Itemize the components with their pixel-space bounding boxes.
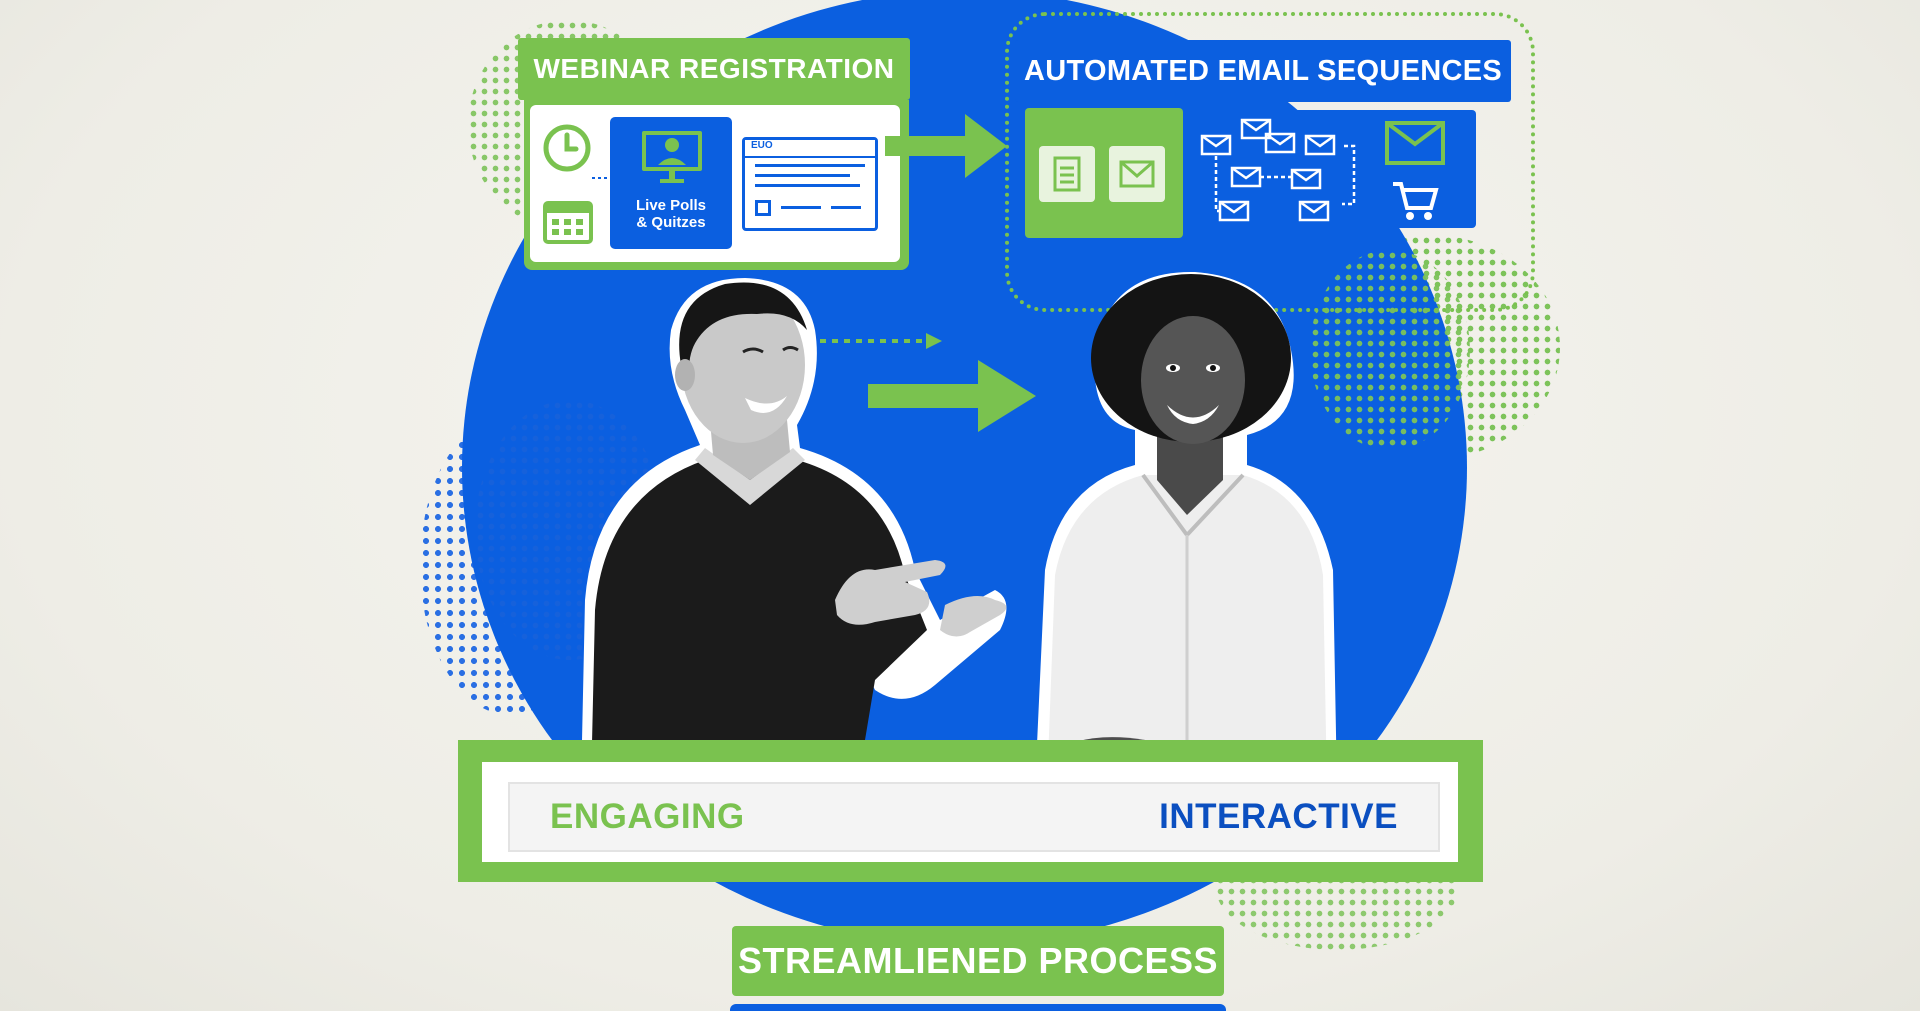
streamlined-process-badge: STREAMLIENED PROCESS: [732, 926, 1224, 996]
large-envelope-icon: [1384, 120, 1446, 171]
shopping-cart-icon: [1390, 178, 1440, 227]
form-icon: EUO: [742, 137, 878, 231]
presenter-screen-icon: [636, 125, 708, 192]
dot-pattern-circle-right: [1310, 250, 1470, 450]
email-sequences-title: AUTOMATED EMAIL SEQUENCES: [1015, 40, 1511, 102]
webinar-registration-title: WEBINAR REGISTRATION: [518, 38, 910, 100]
dotted-arrow-icon: [818, 330, 946, 357]
engaging-label: ENGAGING: [550, 797, 745, 836]
email-sequences-label: AUTOMATED EMAIL SEQUENCES: [1024, 54, 1502, 87]
document-icon: [1039, 146, 1095, 202]
strip-content: ENGAGING INTERACTIVE: [508, 782, 1440, 852]
badge-underline: [730, 1004, 1226, 1011]
arrow-right-icon: [885, 108, 1010, 189]
envelope-icon: [1109, 146, 1165, 202]
clock-icon: [540, 121, 594, 180]
registration-panel-inner: Live Polls & Quitzes EUO: [530, 105, 900, 262]
webinar-registration-label: WEBINAR REGISTRATION: [533, 53, 895, 84]
email-green-card: [1025, 108, 1183, 238]
live-polls-line2: & Quitzes: [636, 214, 706, 231]
middle-arrow-right-icon: [868, 356, 1038, 441]
live-polls-card: Live Polls & Quitzes: [610, 117, 732, 249]
live-polls-line1: Live Polls: [635, 197, 707, 214]
form-tag: EUO: [751, 140, 773, 151]
streamlined-process-label: STREAMLIENED PROCESS: [737, 940, 1219, 981]
man-presenter-figure: [575, 270, 1015, 795]
calendar-icon: [542, 197, 594, 250]
interactive-label: INTERACTIVE: [1159, 797, 1398, 836]
woman-figure: [1015, 270, 1355, 795]
envelope-network-icon: [1196, 116, 1366, 233]
